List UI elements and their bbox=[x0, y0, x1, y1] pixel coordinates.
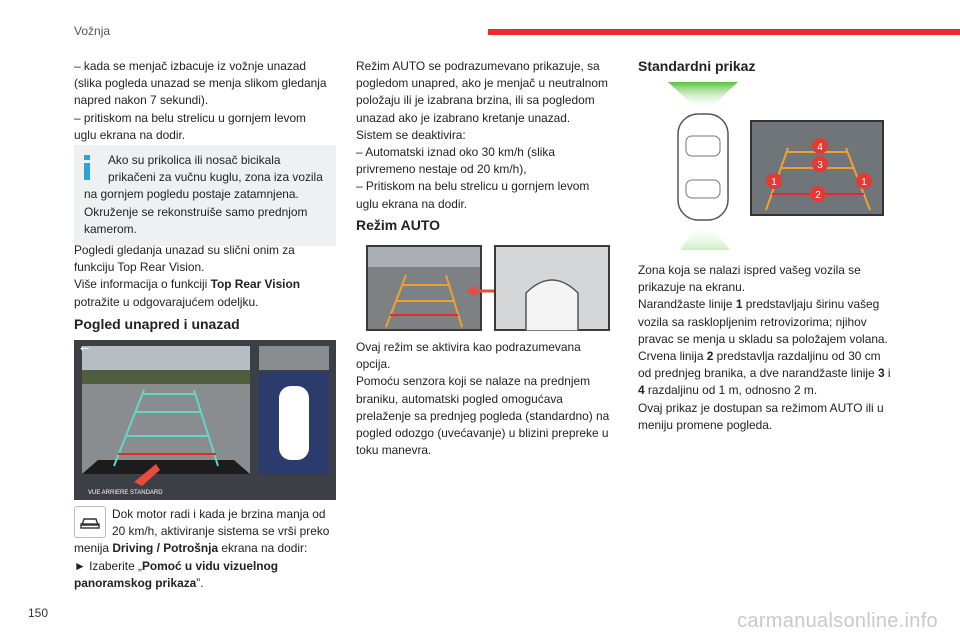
section-title-front-rear: Pogled unapred i unazad bbox=[74, 316, 240, 332]
col3-line: prikazuje na ekranu. bbox=[638, 280, 746, 295]
para-line: funkciju Top Rear Vision. bbox=[74, 260, 205, 275]
note-block: Dok motor radi i kada je brzina manja od… bbox=[74, 506, 340, 592]
camera-view bbox=[82, 346, 250, 486]
column-2: Režim AUTO se podrazumevano prikazuje, s… bbox=[356, 58, 616, 213]
info-line: prikačeni za vučnu kuglu, zona iza vozil… bbox=[108, 170, 323, 185]
page-number: 150 bbox=[28, 606, 49, 620]
section-title-auto: Režim AUTO bbox=[356, 217, 441, 233]
touchscreen-view-image: ← VUE ARRIERE STANDARD bbox=[74, 340, 336, 500]
car-icon bbox=[279, 386, 309, 460]
col2-line: – Automatski iznad oko 30 km/h (slika bbox=[356, 145, 555, 160]
back-arrow-icon[interactable]: ← bbox=[80, 342, 89, 355]
standard-view-illustration: 4 3 1 2 1 bbox=[668, 82, 884, 250]
note-line: menija Driving / Potrošnja ekrana na dod… bbox=[74, 541, 308, 556]
para-line: Pogledi gledanja unazad su slični onim z… bbox=[74, 243, 295, 257]
col3-line: Narandžaste linije 1 predstavljaju širin… bbox=[638, 297, 880, 312]
col3-line: vozila sa rasklopljenim retrovizorima; n… bbox=[638, 314, 867, 329]
col2-line: Sistem se deaktivira: bbox=[356, 127, 466, 142]
column-1: – kada se menjač izbacuje iz vožnje unaz… bbox=[74, 58, 340, 144]
col2-line: Režim AUTO se podrazumevano prikazuje, s… bbox=[356, 59, 600, 73]
auto-mode-illustration bbox=[366, 245, 610, 331]
col2-line: braniku, automatski pogled omogućava bbox=[356, 391, 563, 406]
col2-line: privremeno nestaje od 20 km/h), bbox=[356, 162, 527, 177]
info-icon bbox=[84, 155, 90, 181]
col3-line: 4 razdaljinu od 1 m, odnosno 2 m. bbox=[638, 383, 818, 398]
para-line: potražite u odgovarajućem odeljku. bbox=[74, 294, 259, 309]
col2-line: pogled odozgo (uvećavanje) u blizini pre… bbox=[356, 426, 609, 441]
marker-4: 4 bbox=[817, 142, 823, 153]
col2-line: toku manevra. bbox=[356, 443, 432, 458]
header-accent-bar bbox=[488, 29, 960, 35]
marker-3: 3 bbox=[817, 160, 823, 171]
note-line: 20 km/h, aktiviranje sistema se vrši pre… bbox=[112, 524, 330, 539]
col3-line: Ovaj prikaz je dostupan sa režimom AUTO … bbox=[638, 400, 884, 415]
car-topview-icon bbox=[677, 113, 729, 221]
top-view-panel bbox=[259, 346, 329, 474]
marker-1-left: 1 bbox=[771, 177, 777, 188]
col2-line: unazad ako je izabrano kretanje unazad. bbox=[356, 110, 571, 125]
col3-line: Zona koja se nalazi ispred vašeg vozila … bbox=[638, 263, 861, 277]
col3-line: od prednjeg branika, a dve narandžaste l… bbox=[638, 366, 891, 381]
col2-line: – Pritiskom na belu strelicu u gornjem l… bbox=[356, 179, 590, 194]
col2-line: Ovaj režim se aktivira kao podrazumevana bbox=[356, 340, 581, 354]
col3-line: Crvena linija 2 predstavlja razdaljinu o… bbox=[638, 349, 881, 364]
col2-line: prelaženje sa prednjeg pogleda (standard… bbox=[356, 408, 610, 423]
col2-line: položaju ili je izabrana brzina, ili sa … bbox=[356, 93, 595, 108]
marker-1-right: 1 bbox=[861, 177, 867, 188]
info-line: Ako su prikolica ili nosač bicikala bbox=[108, 153, 281, 167]
marker-2: 2 bbox=[815, 190, 821, 201]
intro-line: uglu ekrana na dodir. bbox=[74, 127, 186, 142]
car-front-icon bbox=[525, 279, 579, 331]
car-settings-icon bbox=[74, 506, 106, 538]
col2-line: opcija. bbox=[356, 357, 391, 372]
info-line: na gornjem pogledu postaje zatamnjena. bbox=[84, 187, 299, 202]
col2-line: Pomoću senzora koji se nalaze na prednje… bbox=[356, 374, 590, 389]
standard-view-text: Zona koja se nalazi ispred vašeg vozila … bbox=[638, 262, 900, 434]
col3-line: meniju promene pogleda. bbox=[638, 417, 773, 432]
front-camera-zone bbox=[668, 82, 738, 110]
chapter-title: Vožnja bbox=[74, 24, 111, 38]
auto-mode-text: Ovaj režim se aktivira kao podrazumevana… bbox=[356, 339, 618, 459]
note-line: panoramskog prikaza”. bbox=[74, 575, 204, 590]
note-line: Dok motor radi i kada je brzina manja od bbox=[112, 507, 326, 521]
top-rear-vision-paragraph: Pogledi gledanja unazad su slični onim z… bbox=[74, 242, 340, 311]
note-line: ► Izaberite „Pomoć u vidu vizuelnog bbox=[74, 558, 279, 573]
watermark: carmanualsonline.info bbox=[737, 610, 938, 632]
intro-line: – kada se menjač izbacuje iz vožnje unaz… bbox=[74, 59, 307, 73]
info-line: Okruženje se rekonstruiše samo prednjom bbox=[84, 204, 308, 219]
info-box: Ako su prikolica ili nosač bicikala prik… bbox=[74, 145, 336, 247]
screen-caption: VUE ARRIERE STANDARD bbox=[88, 490, 163, 496]
section-title-standard: Standardni prikaz bbox=[638, 58, 756, 74]
info-line: kamerom. bbox=[84, 221, 137, 236]
para-line: Više informacija o funkciji Top Rear Vis… bbox=[74, 277, 301, 292]
numbered-markers: 4 3 1 2 1 bbox=[766, 138, 872, 202]
intro-line: (slika pogleda unazad se menja slikom gl… bbox=[74, 76, 327, 91]
col3-line: pravac se menja u skladu sa položajem vo… bbox=[638, 331, 888, 346]
intro-line: napred nakon 7 sekundi). bbox=[74, 93, 209, 108]
intro-line: – pritiskom na belu strelicu u gornjem l… bbox=[74, 110, 306, 125]
col2-line: pogledom unapred, ako je menjač u neutra… bbox=[356, 76, 608, 91]
col2-line: uglu ekrana na dodir. bbox=[356, 196, 468, 211]
rear-camera-zone bbox=[680, 222, 730, 250]
